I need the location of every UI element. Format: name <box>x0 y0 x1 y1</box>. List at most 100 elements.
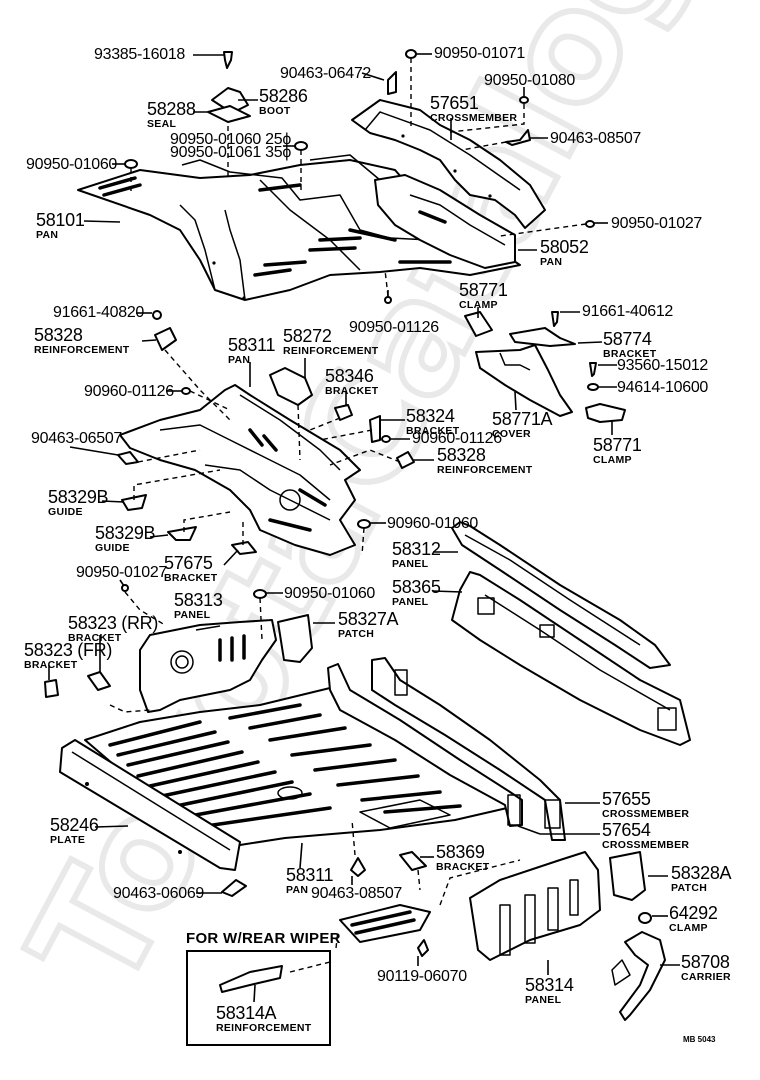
callout-90960-01126-center: 90960-01126 <box>412 431 502 447</box>
panel-58312 <box>451 521 671 669</box>
part-number: 57675 <box>164 553 213 573</box>
part-name: COVER <box>492 428 531 440</box>
part-name: GUIDE <box>48 506 83 518</box>
reinforcement-58328-center <box>396 451 415 469</box>
part-number: 90463-06472 <box>280 65 372 82</box>
part-number: 90463-06069 <box>113 885 205 902</box>
crossmember-57654 <box>327 663 523 827</box>
part-name: PANEL <box>174 609 211 621</box>
part-name: PATCH <box>338 628 375 640</box>
callout-90950-01027-top: 90950-01027 <box>611 216 702 232</box>
bracket-58369 <box>399 851 427 871</box>
reinforcement-58272 <box>269 367 313 406</box>
pan-58311-upper <box>119 384 361 556</box>
part-number: 58313 <box>174 590 223 610</box>
plate-58246 <box>59 739 241 871</box>
rear-wiper-group-box <box>186 950 331 1046</box>
clamp-64292 <box>638 912 652 924</box>
part-number: 90463-08507 <box>311 885 403 902</box>
part-name: REINFORCEMENT <box>34 344 130 356</box>
part-name: BRACKET <box>325 385 379 397</box>
bracket-58774 <box>509 327 576 347</box>
part-name: BRACKET <box>164 572 218 584</box>
clip-90463-08507 <box>505 129 531 146</box>
crossmember-57655 <box>371 657 566 841</box>
part-name: CROSSMEMBER <box>602 839 690 851</box>
clip-90463-06472 <box>387 71 397 95</box>
part-name: PANEL <box>392 558 429 570</box>
part-number: 90950-01071 <box>434 45 526 62</box>
panel-58365 <box>451 571 691 746</box>
part-number: 58324 <box>406 406 455 426</box>
part-name: REINFORCEMENT <box>437 464 533 476</box>
carrier-58708 <box>619 931 666 1021</box>
part-number: 58286 <box>259 86 308 106</box>
plug-90950-01027 <box>585 220 595 228</box>
guide-58329B-2 <box>167 526 197 541</box>
part-name: PAN <box>228 354 251 366</box>
callout-58323-fr: 58323 (FR)BRACKET <box>24 641 112 671</box>
clip-90463-06507 <box>117 451 139 465</box>
callout-90960-01060-mid: 90960-01060 <box>387 516 478 532</box>
callout-90119-06070: 90119-06070 <box>377 969 467 985</box>
part-number: 58246 <box>50 815 99 835</box>
pan-58052 <box>374 174 516 269</box>
callout-90463-08507-top: 90463-08507 <box>550 131 641 147</box>
callout-90950-01126-top: 90950-01126 <box>349 320 439 336</box>
part-number: 58314 <box>525 975 574 995</box>
part-number: 58323 (RR) <box>68 613 159 633</box>
part-number: 58346 <box>325 366 374 386</box>
bolt-90119-06070 <box>417 939 429 957</box>
panel-58313 <box>139 619 277 713</box>
clip-90463-08507-bottom <box>350 857 366 877</box>
part-number: 90463-06507 <box>31 430 123 447</box>
callout-90960-01126-left: 90960-01126 <box>84 384 174 400</box>
drawing-code: MB 5043 <box>683 1035 716 1044</box>
part-name: GUIDE <box>95 542 130 554</box>
part-number: 58708 <box>681 952 730 972</box>
part-number: 58369 <box>436 842 485 862</box>
part-number: 58327A <box>338 609 399 629</box>
patch-58327A <box>277 614 313 663</box>
callout-90950-01061-35: 90950-01061 35ϕ <box>170 145 291 161</box>
callout-90463-06507: 90463-06507 <box>31 431 122 447</box>
bracket-58323-fr <box>44 679 59 698</box>
part-number: 90950-01060 25ϕ <box>170 131 292 148</box>
callout-90950-01060-left: 90950-01060 <box>26 157 117 173</box>
part-number: 90950-01126 <box>349 319 439 336</box>
plug-90950-01071 <box>405 49 417 59</box>
plug-90950-01080 <box>519 96 529 104</box>
part-number: 58323 (FR) <box>24 640 113 660</box>
part-number: 90950-01027 <box>76 564 168 581</box>
clamp-58771-top <box>464 311 493 337</box>
callout-90950-01060-25: 90950-01060 25ϕ <box>170 132 291 148</box>
part-name: PAN <box>286 884 309 896</box>
bolt-93385-16018 <box>223 51 233 69</box>
part-number: 58365 <box>392 577 441 597</box>
part-name: CLAMP <box>593 454 632 466</box>
part-number: 64292 <box>669 903 718 923</box>
crossmember-57651 <box>351 99 546 229</box>
part-name: BRACKET <box>68 632 122 644</box>
part-name: PANEL <box>525 994 562 1006</box>
part-number: 58329B <box>48 487 109 507</box>
part-name: CROSSMEMBER <box>430 112 518 124</box>
part-name: REINFORCEMENT <box>216 1022 312 1034</box>
part-number: 58052 <box>540 237 589 257</box>
